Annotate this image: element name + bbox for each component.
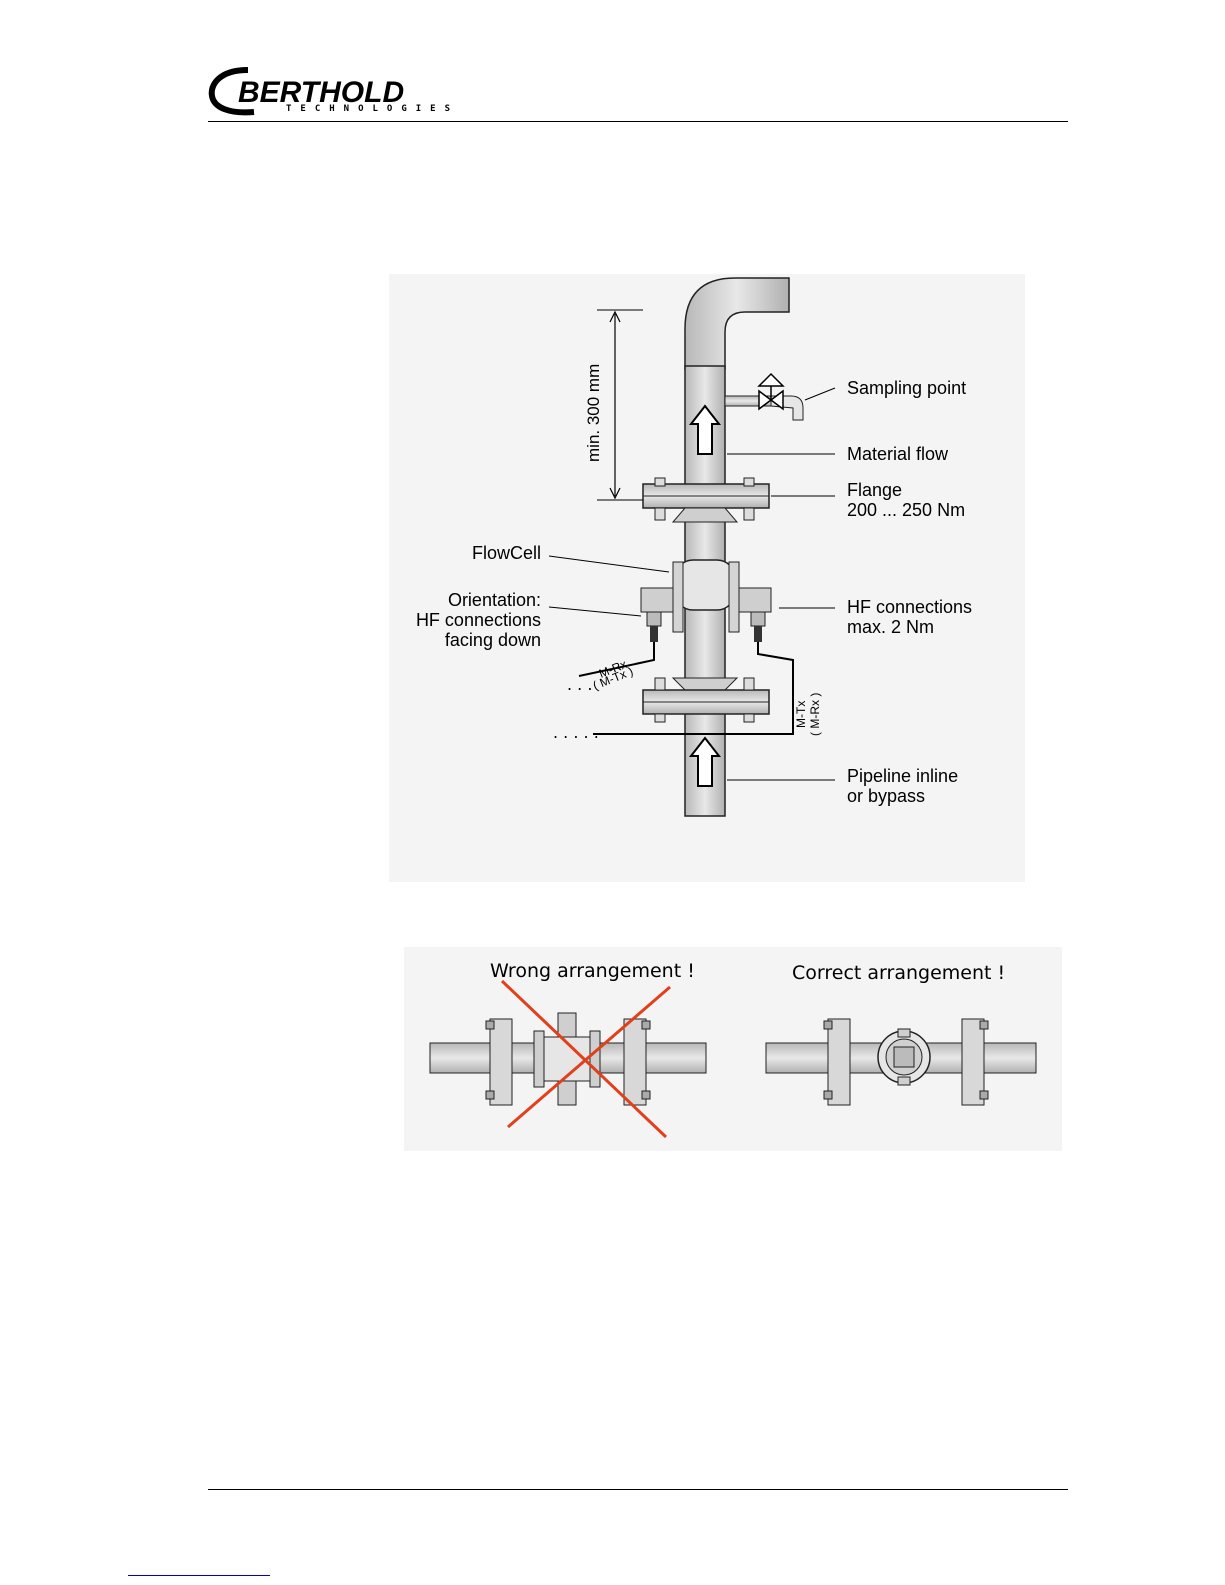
orientation-label-line2: HF connections: [416, 610, 541, 630]
dimension-label: min. 300 mm: [584, 364, 603, 462]
hf-connections-label-line1: HF connections: [847, 597, 972, 617]
sampling-point-label: Sampling point: [847, 378, 966, 398]
orientation-label-line1: Orientation:: [448, 590, 541, 610]
material-flow-label: Material flow: [847, 444, 949, 464]
correct-arrangement-label: Correct arrangement !: [792, 962, 1005, 984]
hf-connections-label-line2: max. 2 Nm: [847, 617, 934, 637]
berthold-logo: BERTHOLD TECHNOLOGIES: [208, 64, 478, 124]
right-cable-label-line1: M-Tx: [794, 701, 808, 728]
arrangement-diagram: Wrong arrangement ! Correct arrangement …: [404, 947, 1062, 1151]
flange-label-line2: 200 ... 250 Nm: [847, 500, 965, 520]
wrong-arrangement-label: Wrong arrangement !: [490, 960, 695, 982]
correct-arrangement-pipe: [766, 1019, 1036, 1105]
left-cable-dots: . . .: [567, 675, 592, 694]
flange-label-line1: Flange: [847, 480, 902, 500]
pipeline-label-line1: Pipeline inline: [847, 766, 958, 786]
right-cable-dots: . . . . .: [553, 723, 599, 742]
header-rule: [208, 121, 1068, 122]
flowcell-label: FlowCell: [472, 543, 541, 563]
orientation-label-line3: facing down: [445, 630, 541, 650]
footer-rule: [208, 1489, 1068, 1490]
right-cable-label-line2: ( M-Rx ): [808, 693, 822, 736]
footer-link-underline[interactable]: [128, 1575, 270, 1576]
pipeline-label-line2: or bypass: [847, 786, 925, 806]
installation-diagram: . . . . . . . . min. 300 mm Sampling poi…: [389, 274, 1025, 882]
logo-tagline: TECHNOLOGIES: [286, 104, 459, 114]
wrong-arrangement-pipe: [430, 1013, 706, 1105]
